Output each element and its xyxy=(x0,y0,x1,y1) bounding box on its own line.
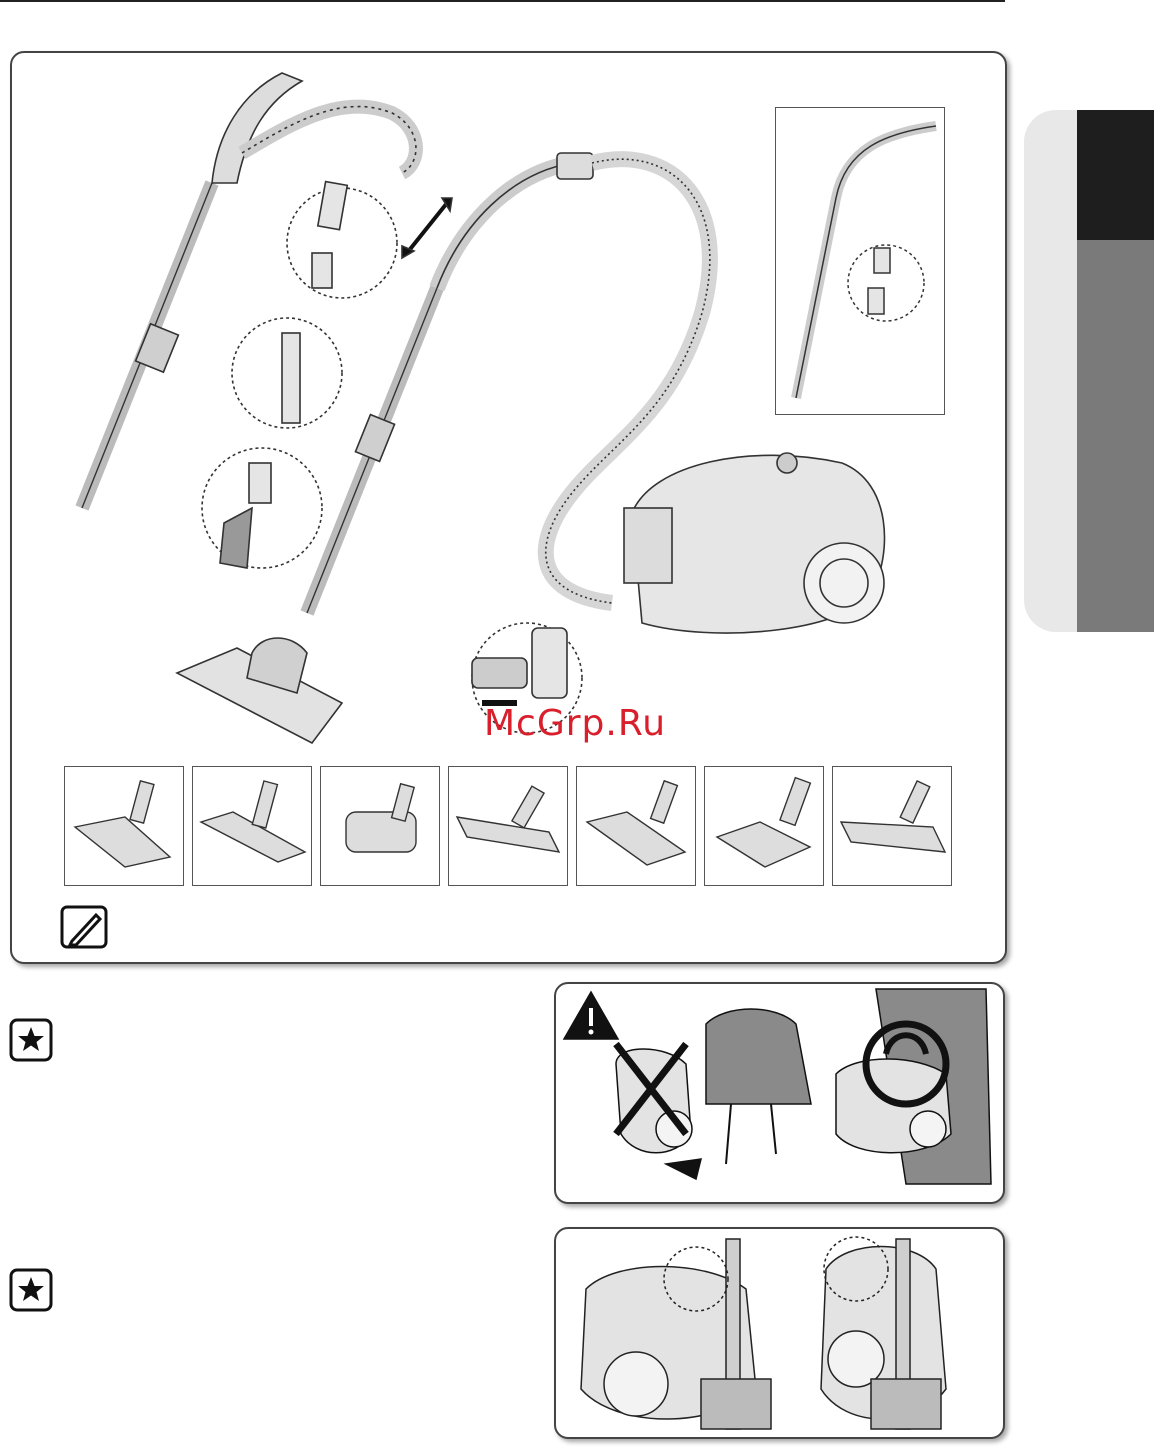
brush-thumbnail[interactable] xyxy=(576,766,696,886)
star-tip-icon xyxy=(9,1018,53,1062)
star-tip-icon xyxy=(9,1268,53,1312)
section-tab-inactive[interactable] xyxy=(1077,240,1154,632)
brush-thumbnail[interactable] xyxy=(192,766,312,886)
note-pencil-icon xyxy=(60,905,108,949)
brush-thumbnail[interactable] xyxy=(64,766,184,886)
brush-thumbnail[interactable] xyxy=(320,766,440,886)
extension-pipe-inset xyxy=(775,107,945,415)
carrying-panel xyxy=(554,982,1005,1204)
brush-thumbnail[interactable] xyxy=(832,766,952,886)
section-tab-active[interactable] xyxy=(1077,110,1154,240)
watermark-text: McGrp.Ru xyxy=(484,706,666,742)
storage-panel xyxy=(554,1227,1005,1439)
top-rule xyxy=(0,0,1005,2)
brush-thumbnail-row xyxy=(64,766,954,886)
brush-thumbnail[interactable] xyxy=(448,766,568,886)
brush-thumbnail[interactable] xyxy=(704,766,824,886)
